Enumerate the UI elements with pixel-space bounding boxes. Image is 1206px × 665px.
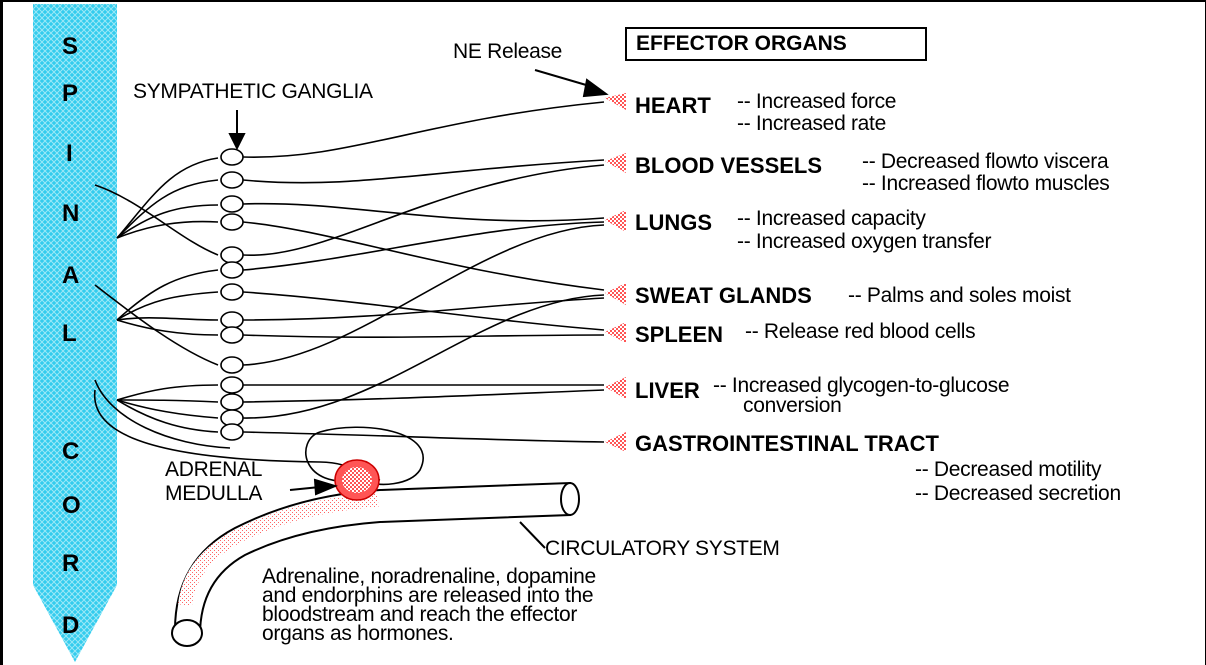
organ-sweat-glands-label: SWEAT GLANDS — [635, 283, 812, 309]
organ-gi-tract-label: GASTROINTESTINAL TRACT — [635, 431, 939, 457]
spinal-letter: A — [62, 262, 79, 290]
spinal-letter: I — [66, 140, 73, 168]
organ-heart-effect: -- Increased force — [737, 90, 896, 114]
organ-lungs-effect: -- Increased oxygen transfer — [737, 230, 991, 254]
organ-lungs-effect: -- Increased capacity — [737, 207, 926, 231]
organ-receptors — [605, 93, 626, 452]
organ-spleen-label: SPLEEN — [635, 322, 723, 348]
spinal-letter: S — [62, 33, 78, 61]
spinal-letter: C — [62, 438, 79, 466]
organ-blood-vessels-effect: -- Increased flowto muscles — [862, 172, 1110, 196]
organ-blood-vessels-effect: -- Decreased flowto viscera — [862, 150, 1108, 174]
organ-heart-effect: -- Increased rate — [737, 112, 886, 136]
organ-liver-effect: conversion — [743, 394, 842, 418]
organ-blood-vessels-label: BLOOD VESSELS — [635, 153, 822, 179]
organ-heart-label: HEART — [635, 93, 711, 119]
circulatory-system-label: CIRCULATORY SYSTEM — [545, 537, 780, 561]
organ-gi-tract-effect: -- Decreased secretion — [915, 482, 1121, 506]
organ-lungs-label: LUNGS — [635, 210, 712, 236]
spinal-letter: L — [62, 320, 77, 348]
spinal-letter: N — [62, 200, 79, 228]
medulla-label: MEDULLA — [165, 482, 262, 506]
adrenal-label: ADRENAL — [165, 458, 262, 482]
spinal-letter: D — [62, 612, 79, 640]
ne-release-label: NE Release — [453, 40, 562, 64]
organ-spleen-effect: -- Release red blood cells — [745, 320, 975, 344]
effector-organs-heading: EFFECTOR ORGANS — [636, 32, 847, 56]
hormones-line: organs as hormones. — [262, 625, 454, 643]
postganglionic-fibers — [243, 102, 604, 442]
spinal-letter: P — [62, 80, 78, 108]
spinal-letter: R — [62, 550, 79, 578]
spinal-letter: O — [62, 492, 81, 520]
organ-liver-label: LIVER — [635, 378, 700, 404]
arrows — [230, 70, 606, 548]
organ-sweat-glands-effect: -- Palms and soles moist — [848, 284, 1071, 308]
sympathetic-ganglia — [221, 149, 243, 440]
organ-gi-tract-effect: -- Decreased motility — [915, 458, 1101, 482]
sympathetic-ganglia-label: SYMPATHETIC GANGLIA — [133, 80, 373, 104]
